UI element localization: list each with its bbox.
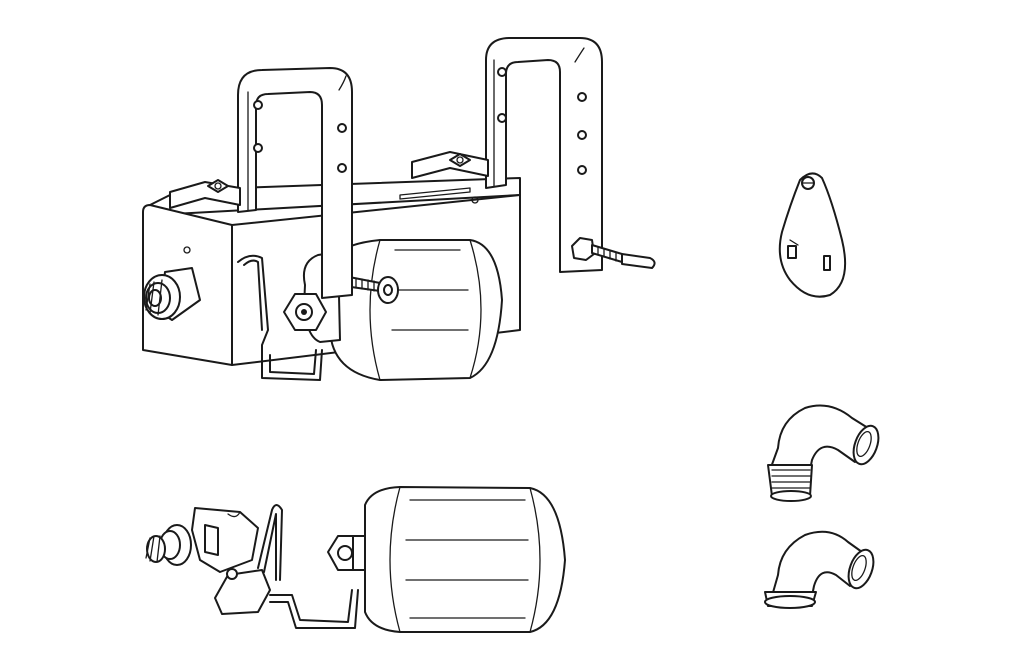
valve-with-float-exploded [145, 486, 566, 633]
float-arm-plate [778, 172, 847, 298]
float-nut [327, 535, 368, 571]
clamp-plate-right [411, 151, 489, 179]
valve-body [145, 507, 259, 573]
mounting-bracket-left [237, 67, 353, 299]
mounting-bracket-right [485, 37, 603, 273]
float-cylinder-detached [364, 486, 566, 633]
outlet-fitting [143, 267, 201, 321]
threaded-elbow-fitting [767, 404, 880, 502]
plain-elbow-fitting [764, 530, 875, 609]
float-cylinder [283, 239, 503, 381]
float-linkage-wire [237, 254, 323, 381]
clamp-plate-left [169, 179, 241, 209]
assembled-float-valve-unit [142, 37, 656, 381]
valve-lever [214, 504, 359, 629]
adjust-screw-right [571, 237, 656, 269]
